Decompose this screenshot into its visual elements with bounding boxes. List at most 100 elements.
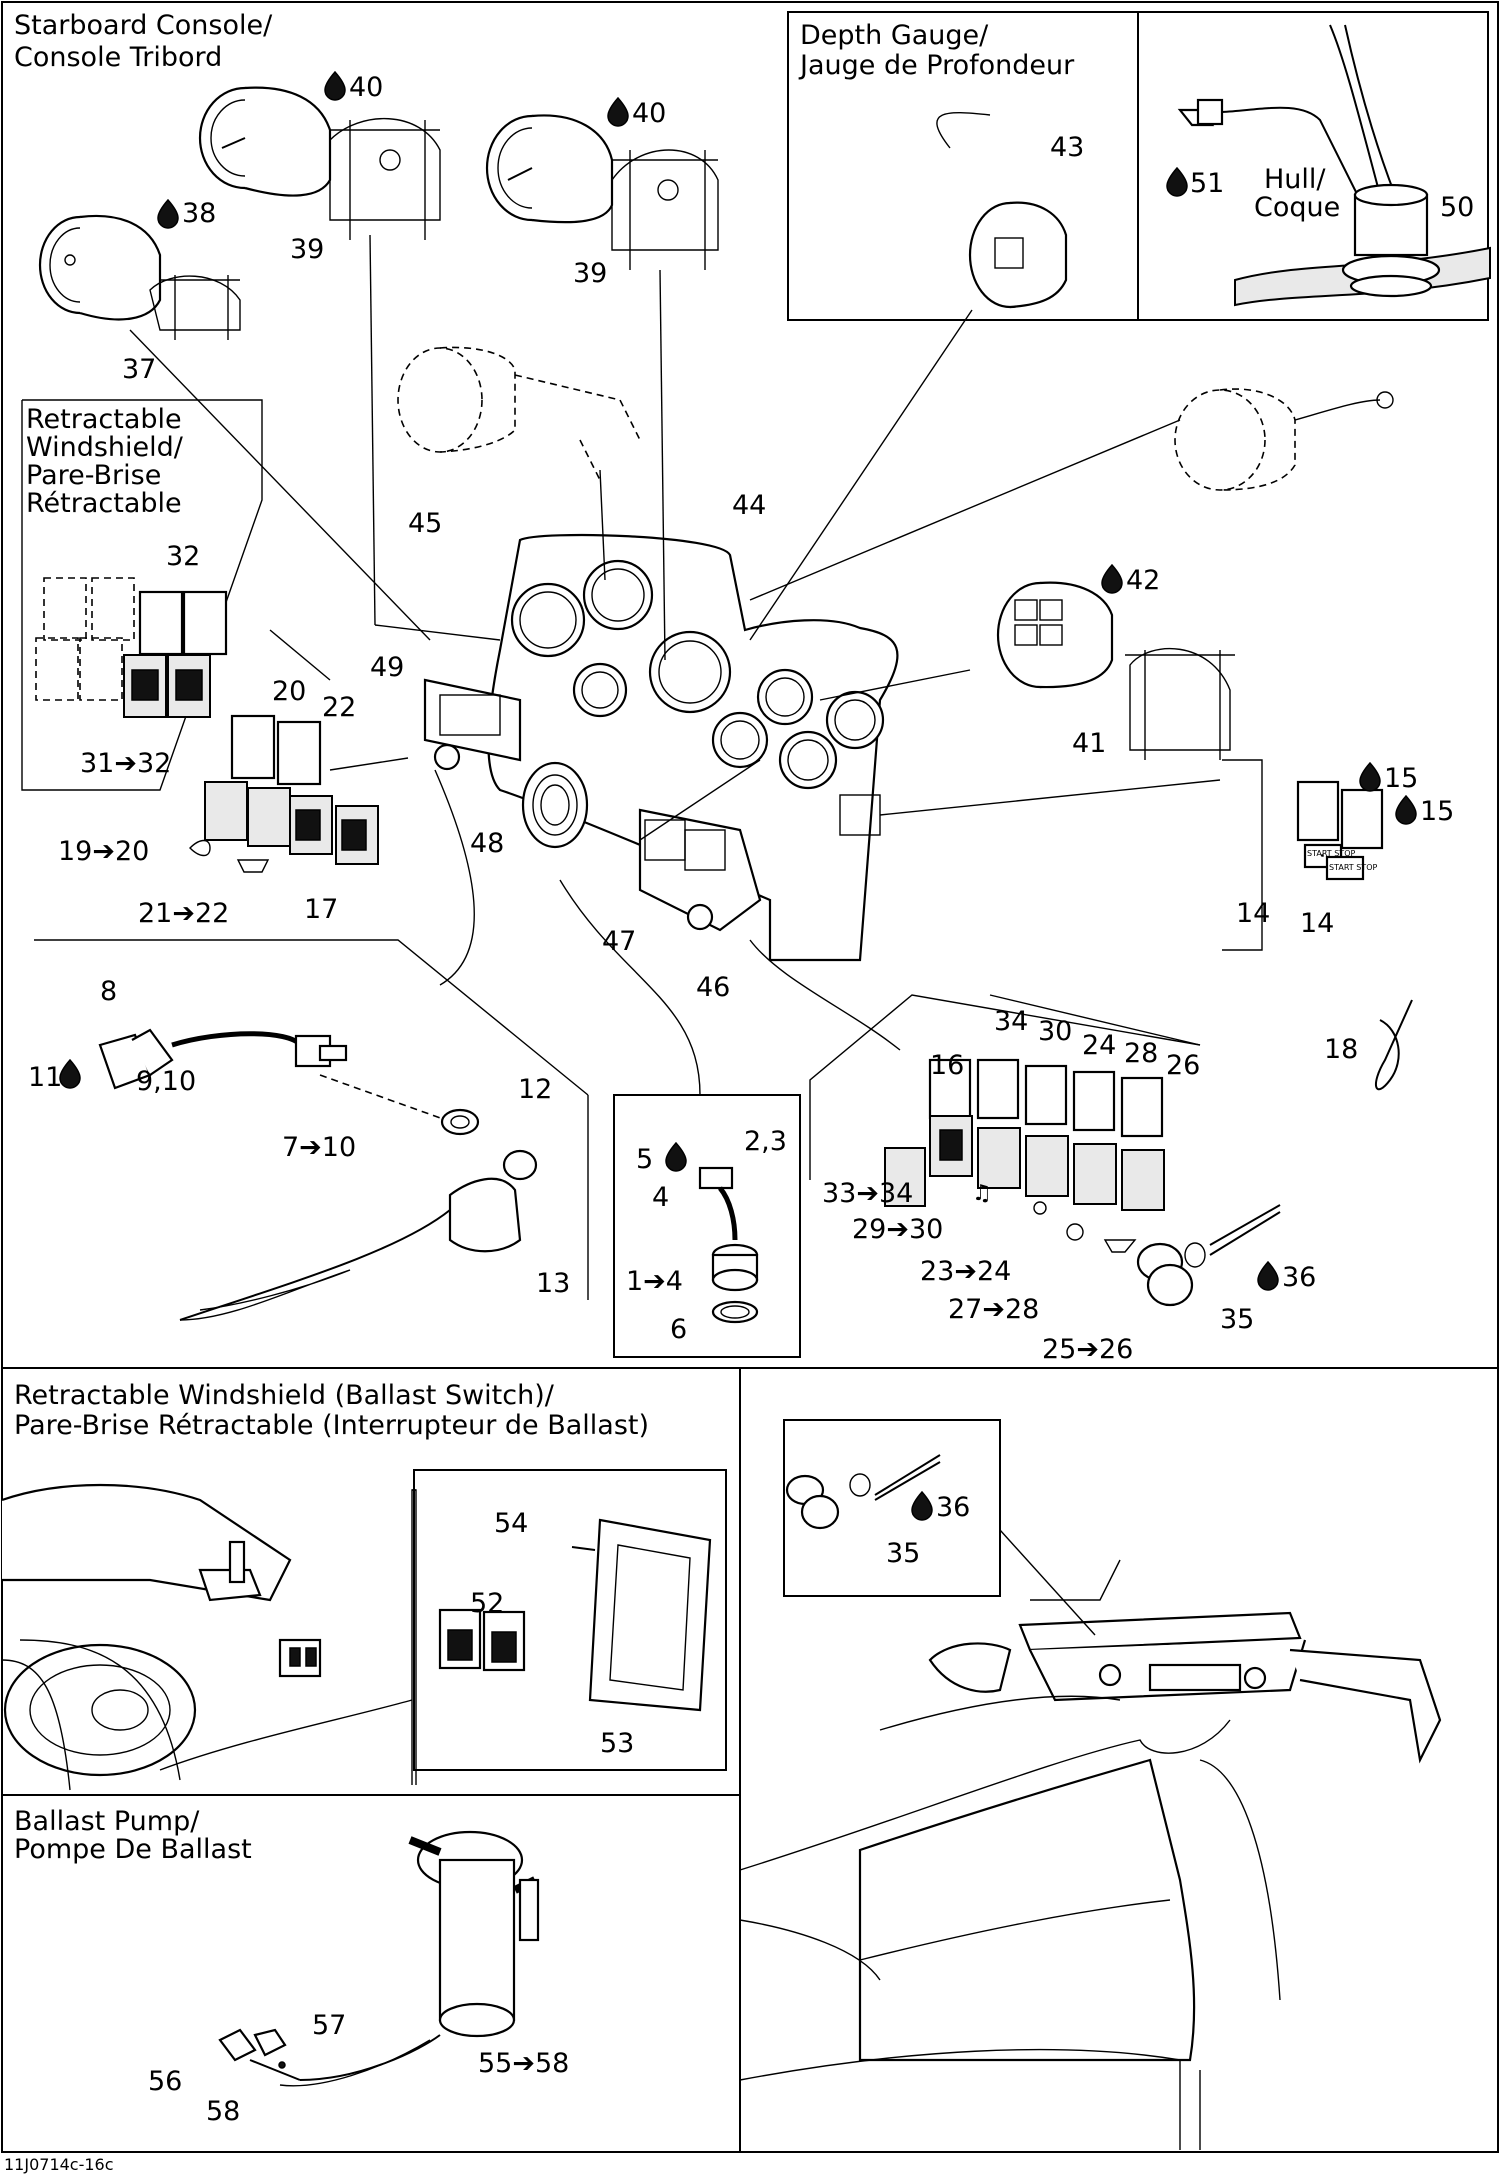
callout-7-10: 7➔10 xyxy=(282,1132,356,1163)
callout-17: 17 xyxy=(304,894,338,925)
callout-49: 49 xyxy=(370,652,404,683)
title-ballast-pump-2: Pompe De Ballast xyxy=(14,1834,252,1865)
title-depth-gauge-2: Jauge de Profondeur xyxy=(798,50,1075,81)
callout-45: 45 xyxy=(408,508,442,539)
callout-41: 41 xyxy=(1072,728,1106,759)
callout-2-3: 2,3 xyxy=(744,1126,787,1157)
callout-15-b: 15 xyxy=(1420,796,1454,827)
callout-30: 30 xyxy=(1038,1016,1072,1047)
callout-35-a: 35 xyxy=(1220,1304,1254,1335)
callout-40-a: 40 xyxy=(349,72,383,103)
ghost-switch-module xyxy=(1174,388,1394,491)
title-ballast-pump-1: Ballast Pump/ xyxy=(14,1806,200,1837)
drop-icon xyxy=(607,96,629,127)
callout-48: 48 xyxy=(470,828,504,859)
depth-gauge-unit xyxy=(936,111,1068,309)
title-windshield-4: Rétractable xyxy=(26,488,182,519)
cable-tie xyxy=(1374,999,1413,1091)
callout-29-30: 29➔30 xyxy=(852,1214,943,1245)
title-windshield-1: Retractable xyxy=(26,404,182,435)
callout-58: 58 xyxy=(206,2096,240,2127)
callout-9-10: 9,10 xyxy=(136,1066,196,1097)
title-ballast-switch-1: Retractable Windshield (Ballast Switch)/ xyxy=(14,1380,555,1411)
callout-12: 12 xyxy=(518,1074,552,1105)
callout-32: 32 xyxy=(166,541,200,572)
callout-labels: 38 40 40 37 39 39 43 51 50 44 45 42 41 4… xyxy=(28,70,1474,2127)
callout-13: 13 xyxy=(536,1268,570,1299)
callout-27-28: 27➔28 xyxy=(948,1294,1039,1325)
callout-25-26: 25➔26 xyxy=(1042,1334,1133,1365)
callout-19-20: 19➔20 xyxy=(58,836,149,867)
ballast-switch-scene xyxy=(1,1483,413,1791)
ignition-lanyard xyxy=(98,1028,538,1321)
ignition-switch-box xyxy=(613,1094,801,1358)
callout-44: 44 xyxy=(732,490,766,521)
title-windshield-2: Windshield/ xyxy=(26,432,184,463)
callout-56: 56 xyxy=(148,2066,182,2097)
drop-icon xyxy=(1395,794,1417,825)
title-starboard-console-2: Console Tribord xyxy=(14,42,222,73)
callout-46: 46 xyxy=(696,972,730,1003)
gauge-37-38 xyxy=(38,214,241,340)
drop-icon xyxy=(157,198,179,229)
callout-21-22: 21➔22 xyxy=(138,898,229,929)
callout-22: 22 xyxy=(322,692,356,723)
callout-11: 11 xyxy=(28,1062,62,1093)
callout-36-a: 36 xyxy=(1282,1262,1316,1293)
callout-8: 8 xyxy=(100,976,117,1007)
rear-sockets xyxy=(785,1454,941,1530)
rear-socket-box xyxy=(783,1419,1001,1597)
callout-20: 20 xyxy=(272,676,306,707)
svg-text:♫: ♫ xyxy=(972,1181,992,1206)
title-ballast-switch-2: Pare-Brise Rétractable (Interrupteur de … xyxy=(14,1410,649,1441)
callout-40-b: 40 xyxy=(632,98,666,129)
callout-26: 26 xyxy=(1166,1050,1200,1081)
gauge-39-40-a xyxy=(198,86,441,240)
nav-light-icon xyxy=(1066,1223,1084,1241)
callout-39-b: 39 xyxy=(573,258,607,289)
callout-35-b: 35 xyxy=(886,1538,920,1569)
diagram-code: 11J0714c-16c xyxy=(4,2155,114,2174)
drop-icon xyxy=(1257,1260,1279,1291)
callout-51: 51 xyxy=(1190,168,1224,199)
start-stop-text-a: START STOP xyxy=(1307,849,1355,858)
start-stop-text-b: START STOP xyxy=(1329,863,1377,872)
callout-18: 18 xyxy=(1324,1034,1358,1065)
start-stop-switches: START STOP START STOP xyxy=(1296,780,1384,881)
callout-37: 37 xyxy=(122,354,156,385)
ballast-switch-parts xyxy=(438,1518,712,1712)
callout-4: 4 xyxy=(652,1182,669,1213)
drop-icon xyxy=(665,1141,687,1172)
switches-17-20-22 xyxy=(189,714,379,873)
switch-row-16-34: ♫ xyxy=(884,1058,1165,1253)
drop-icon xyxy=(1359,761,1381,792)
callout-36-b: 36 xyxy=(936,1492,970,1523)
leader-lines-top xyxy=(129,234,1221,1096)
callout-31-32: 31➔32 xyxy=(80,748,171,779)
sockets-35-36 xyxy=(1136,1204,1281,1307)
callout-16: 16 xyxy=(930,1050,964,1081)
ballast-pump xyxy=(218,1830,540,2087)
drop-icon xyxy=(1101,563,1123,594)
callout-53: 53 xyxy=(600,1728,634,1759)
callout-42: 42 xyxy=(1126,565,1160,596)
drop-icon xyxy=(324,70,346,101)
callout-47: 47 xyxy=(602,926,636,957)
section-titles: Starboard Console/ Console Tribord Depth… xyxy=(14,10,1340,1865)
callout-5: 5 xyxy=(636,1144,653,1175)
horn-icon xyxy=(236,859,270,873)
drop-icon xyxy=(1166,166,1188,197)
callout-39-a: 39 xyxy=(290,234,324,265)
callout-23-24: 23➔24 xyxy=(920,1256,1011,1287)
title-hull-1: Hull/ xyxy=(1264,164,1326,195)
drop-icon xyxy=(59,1058,81,1089)
callout-54: 54 xyxy=(494,1508,528,1539)
callout-34: 34 xyxy=(994,1006,1028,1037)
ghost-gauge xyxy=(397,346,641,481)
title-starboard-console-1: Starboard Console/ xyxy=(14,10,273,41)
start-stop-label-b xyxy=(1325,855,1365,881)
title-depth-gauge-1: Depth Gauge/ xyxy=(800,20,989,51)
callout-15-a: 15 xyxy=(1384,763,1418,794)
